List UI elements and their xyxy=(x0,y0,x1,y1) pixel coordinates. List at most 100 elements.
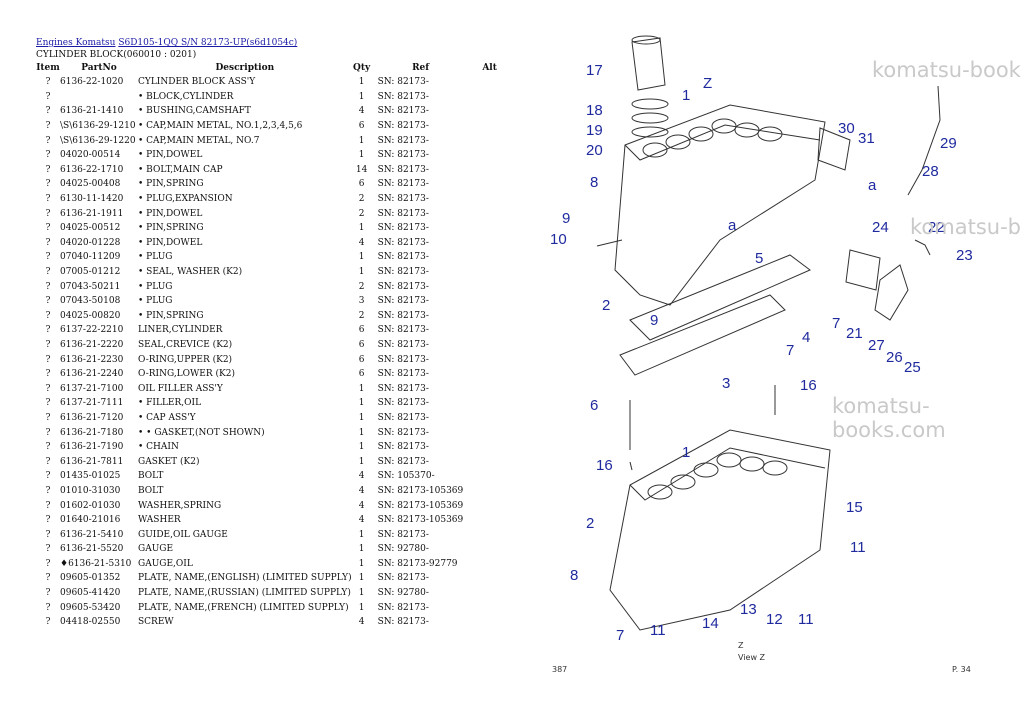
row-alt xyxy=(470,309,510,324)
row-qty: 4 xyxy=(358,485,365,496)
row-partno: 6136-21-2230 xyxy=(60,354,124,365)
row-partno: 07043-50211 xyxy=(60,281,121,292)
row-partno xyxy=(60,90,138,105)
row-item: ? xyxy=(45,339,51,350)
cylinder-liner xyxy=(631,37,666,91)
footer-right: P. 34 xyxy=(952,665,971,674)
parts-list-panel: Engines Komatsu S6D105-1QQ S/N 82173-UP(… xyxy=(36,38,516,630)
callout-number: 20 xyxy=(586,142,603,159)
row-ref: SN: 82173- xyxy=(377,267,429,278)
breadcrumb-model-link[interactable]: S6D105-1QQ S/N 82173-UP(s6d1054c) xyxy=(118,38,298,48)
row-description: • PIN,DOWEL xyxy=(138,150,203,161)
callout-number: 18 xyxy=(586,102,603,119)
row-alt xyxy=(470,513,510,528)
row-ref: SN: 82173- xyxy=(377,223,429,234)
row-ref: SN: 82173- xyxy=(377,194,429,205)
row-partno: 6136-21-7120 xyxy=(60,412,124,423)
callout-number: 15 xyxy=(846,499,863,516)
callout-number: 10 xyxy=(550,231,567,248)
pin-16-lower xyxy=(629,461,633,471)
upper-cylinder-block-outline xyxy=(614,104,826,306)
oil-gauge-29 xyxy=(907,85,941,196)
row-item: ? xyxy=(45,383,51,394)
row-item: ? xyxy=(45,310,51,321)
row-partno: 6136-21-1410 xyxy=(60,106,124,117)
row-qty: 1 xyxy=(358,558,365,569)
row-item: ? xyxy=(45,412,51,423)
row-description: • CAP ASS'Y xyxy=(138,412,196,423)
row-item: ? xyxy=(45,529,51,540)
callout-number: 11 xyxy=(850,539,866,556)
row-description: OIL FILLER ASS'Y xyxy=(138,383,223,394)
callout-number: 1 xyxy=(682,444,690,461)
row-alt xyxy=(470,250,510,265)
row-ref: SN: 82173- xyxy=(377,91,429,102)
row-partno: 01435-01025 xyxy=(60,471,121,482)
row-partno: 01640-21016 xyxy=(60,515,121,526)
row-item: ? xyxy=(45,121,51,132)
row-ref: SN: 82173- xyxy=(377,77,429,88)
breadcrumb-engines-link[interactable]: Engines Komatsu xyxy=(36,38,116,48)
row-description: BOLT xyxy=(138,485,164,496)
row-item: ? xyxy=(45,164,51,175)
row-description: SCREW xyxy=(138,617,174,628)
row-ref: SN: 82173- xyxy=(377,369,429,380)
row-qty: 1 xyxy=(358,412,365,423)
callout-number: 1 xyxy=(682,87,690,104)
footer-left: 387 xyxy=(552,665,567,674)
watermark-mid: komatsu-b xyxy=(910,215,1021,239)
row-alt xyxy=(470,338,510,353)
row-item: ? xyxy=(45,325,51,336)
row-alt xyxy=(470,425,510,440)
row-partno: 09605-41420 xyxy=(60,588,121,599)
row-item: ? xyxy=(45,267,51,278)
row-description: • PLUG xyxy=(138,252,173,263)
upper-block-deck-edge xyxy=(624,124,821,161)
row-alt xyxy=(470,90,510,105)
row-description: GASKET (K2) xyxy=(138,456,200,467)
row-description: • SEAL, WASHER (K2) xyxy=(138,267,243,278)
callout-number: 14 xyxy=(702,615,719,632)
row-item: ? xyxy=(45,106,51,117)
callout-number: 23 xyxy=(956,247,973,264)
callout-number: 26 xyxy=(886,349,903,366)
callout-number: 22 xyxy=(928,219,945,236)
row-item: ? xyxy=(45,354,51,365)
row-item: ? xyxy=(45,442,51,453)
row-partno: 6137-21-7100 xyxy=(60,383,124,394)
row-description: LINER,CYLINDER xyxy=(138,325,223,336)
row-description: • PLUG xyxy=(138,281,173,292)
row-partno: 09605-01352 xyxy=(60,573,121,584)
row-alt xyxy=(470,440,510,455)
row-ref: SN: 82173-105369 xyxy=(377,485,464,496)
row-ref: SN: 82173- xyxy=(377,135,429,146)
row-alt xyxy=(470,265,510,280)
callout-number: 5 xyxy=(755,250,763,267)
row-alt xyxy=(470,133,510,148)
col-description: Description xyxy=(215,63,275,73)
row-qty: 2 xyxy=(358,194,365,205)
row-item: ? xyxy=(45,281,51,292)
row-qty: 1 xyxy=(358,267,365,278)
row-alt xyxy=(470,119,510,134)
row-item: ? xyxy=(45,150,51,161)
breadcrumb: Engines Komatsu S6D105-1QQ S/N 82173-UP(… xyxy=(36,38,516,48)
row-partno: 6137-21-7111 xyxy=(60,398,124,409)
row-ref: SN: 92780- xyxy=(377,544,429,555)
row-partno: 6136-21-5520 xyxy=(60,544,124,555)
callout-number: 16 xyxy=(800,377,817,394)
row-qty: 4 xyxy=(358,515,365,526)
row-description: • PIN,SPRING xyxy=(138,179,204,190)
